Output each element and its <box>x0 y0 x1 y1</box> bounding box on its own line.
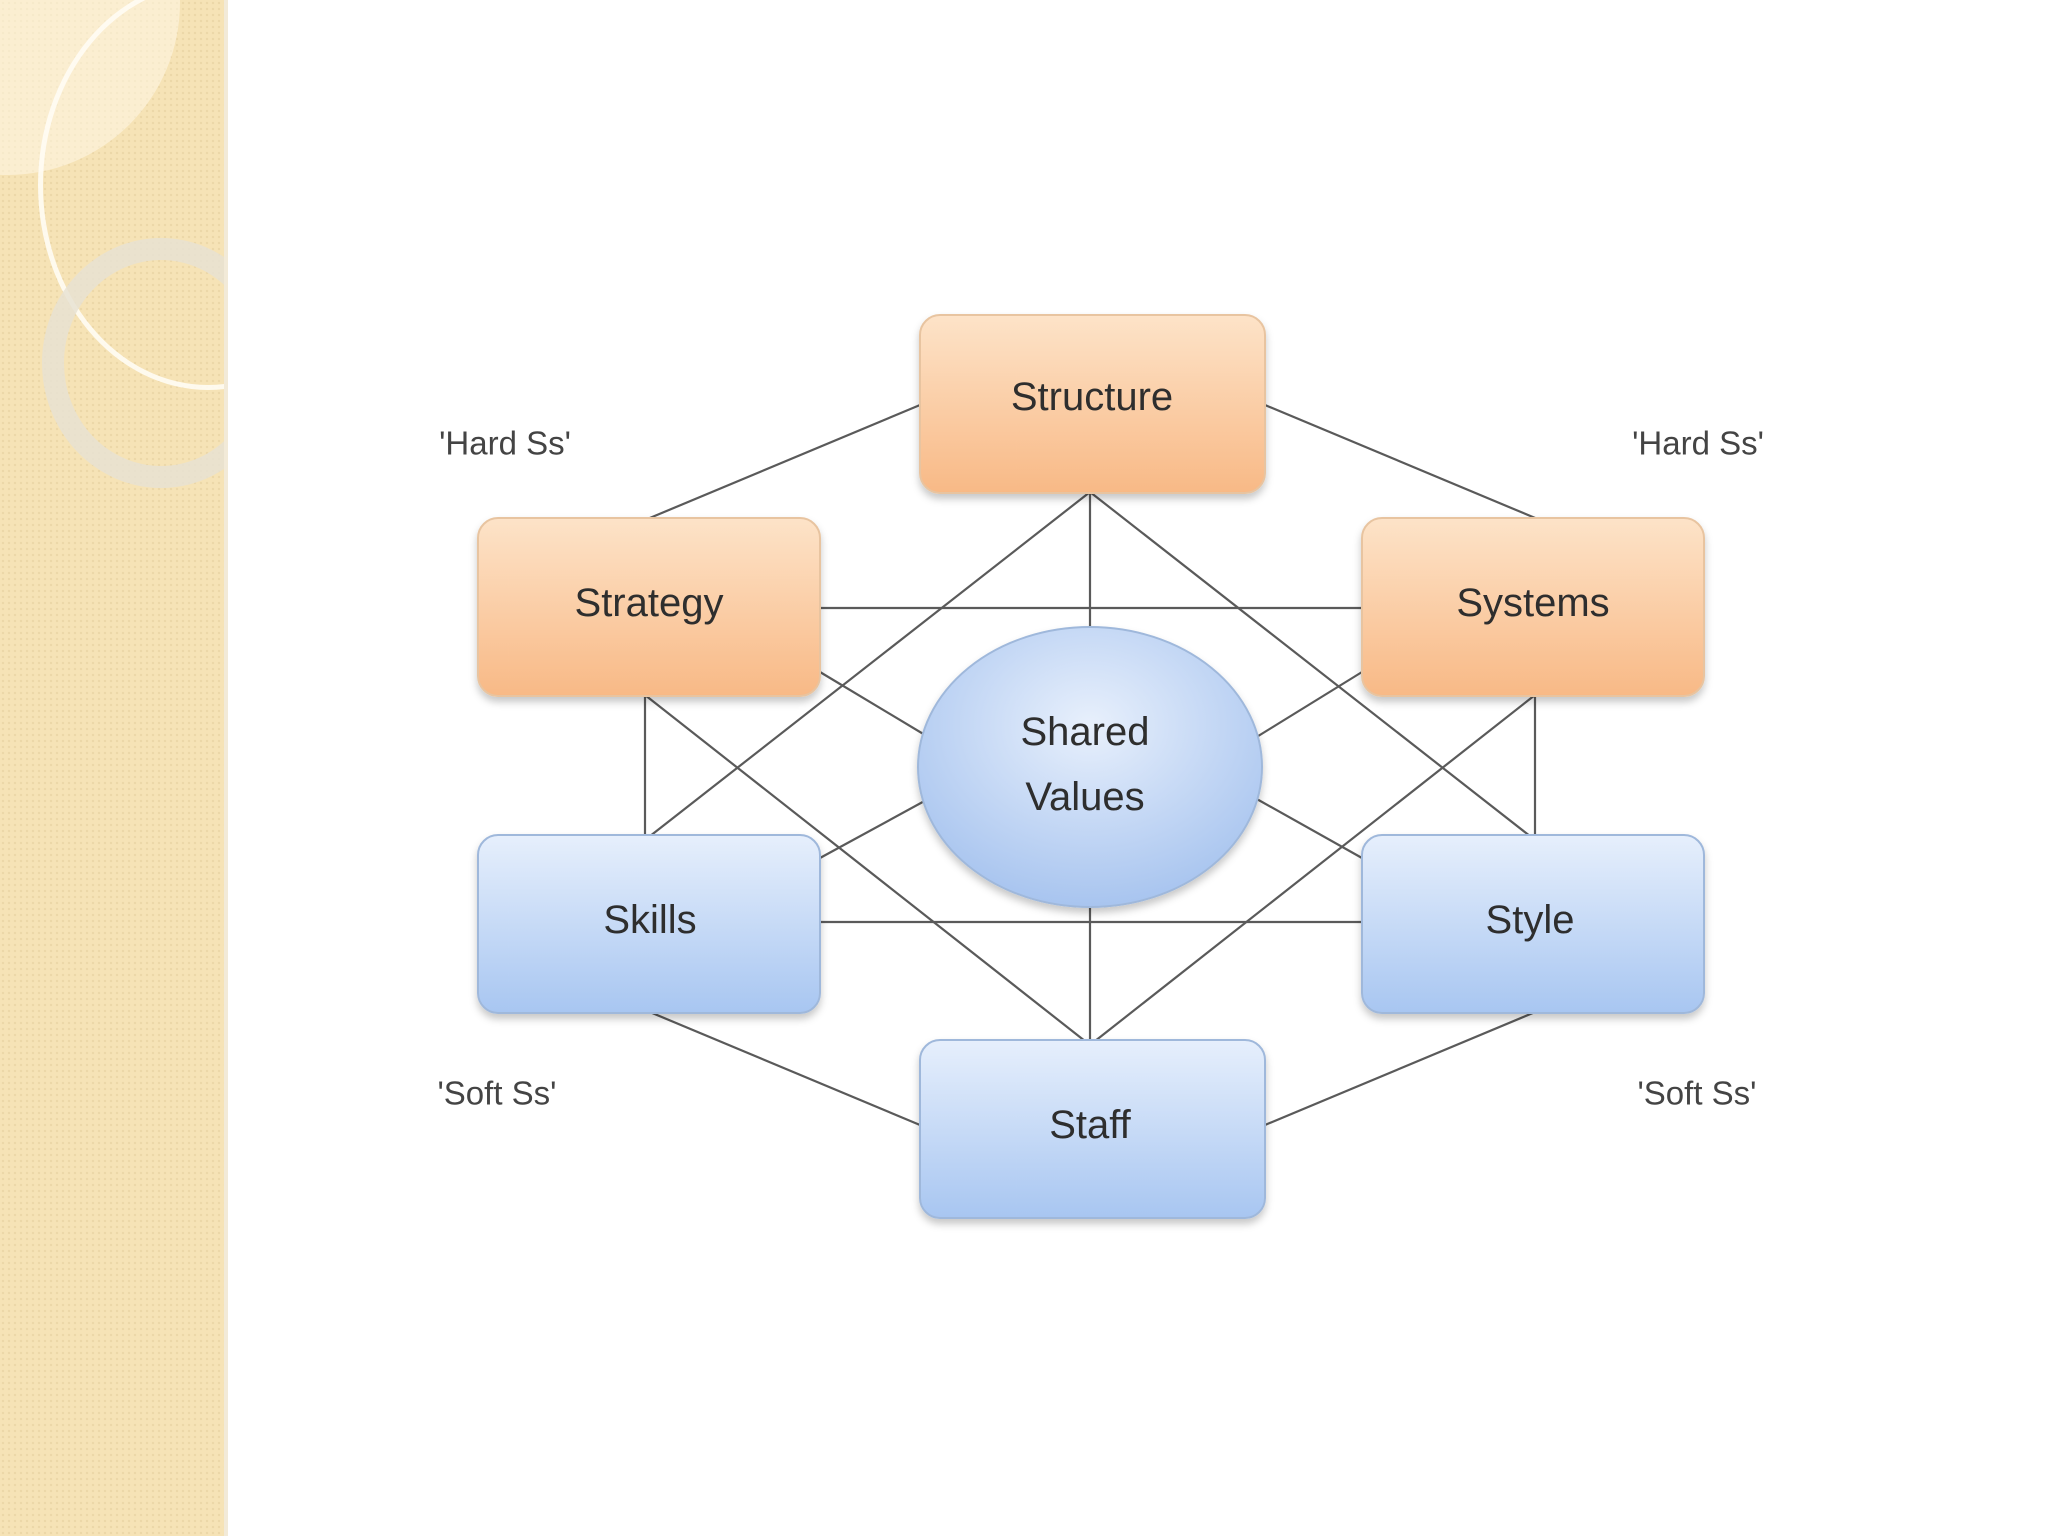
systems-label: Systems <box>1456 581 1609 625</box>
connector-structure-style <box>1089 491 1536 841</box>
shared-values-label-line2: Values <box>1025 775 1144 819</box>
skills-box <box>477 834 821 1014</box>
skills-label: Skills <box>603 898 696 942</box>
node-structure: Structure <box>919 314 1266 494</box>
connector-skills-staff <box>644 1008 921 1127</box>
decorative-sidebar <box>0 0 228 1536</box>
hard-ss-label-left: 'Hard Ss' <box>439 425 571 462</box>
node-strategy: Strategy <box>477 517 821 697</box>
node-skills: Skills <box>477 834 821 1014</box>
connector-style-shared <box>1254 797 1363 859</box>
connector-skills-shared <box>819 797 931 859</box>
hard-ss-label-right: 'Hard Ss' <box>1632 425 1764 462</box>
connector-strategy-shared <box>819 671 931 739</box>
connector-style-staff <box>1264 1008 1541 1127</box>
connector-structure-systems <box>1264 403 1541 522</box>
connector-lines <box>643 403 1541 1127</box>
node-style: Style <box>1361 834 1705 1014</box>
connector-systems-shared <box>1254 671 1363 739</box>
shared-values-label-line1: Shared <box>1021 710 1150 754</box>
soft-ss-label-right: 'Soft Ss' <box>1638 1075 1757 1112</box>
connector-structure-skills <box>644 491 1091 841</box>
soft-ss-label-left: 'Soft Ss' <box>438 1075 557 1112</box>
node-systems: Systems <box>1361 517 1705 697</box>
staff-box <box>919 1039 1266 1219</box>
style-box <box>1361 834 1705 1014</box>
node-staff: Staff <box>919 1039 1266 1219</box>
shared-values-circle <box>917 626 1263 908</box>
connector-structure-strategy <box>644 403 921 522</box>
structure-box <box>919 314 1266 494</box>
systems-box <box>1361 517 1705 697</box>
connector-strategy-staff <box>644 694 1091 1046</box>
staff-label: Staff <box>1049 1103 1131 1147</box>
strategy-box <box>477 517 821 697</box>
sidebar-divider <box>224 0 228 1536</box>
node-shared-values: Shared Values <box>917 626 1263 908</box>
connector-systems-staff <box>1089 694 1536 1046</box>
style-label: Style <box>1486 898 1575 942</box>
structure-label: Structure <box>1011 375 1173 419</box>
strategy-label: Strategy <box>575 581 724 625</box>
